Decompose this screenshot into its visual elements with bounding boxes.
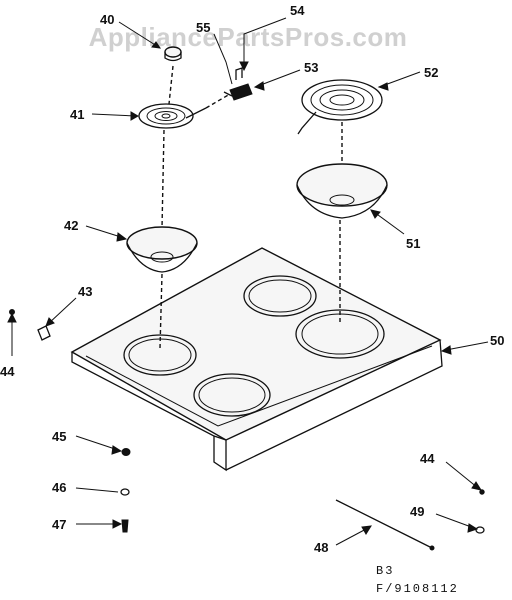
assembly-lines — [159, 65, 343, 349]
small-surface-element — [138, 103, 207, 129]
callout-41: 41 — [70, 107, 84, 122]
callout-43: 43 — [78, 284, 92, 299]
diagram-code-line1: B3 — [376, 564, 394, 578]
screw-43 — [37, 325, 51, 341]
screw-44-right — [479, 489, 485, 495]
callout-47: 47 — [52, 517, 66, 532]
element-cap — [164, 46, 182, 62]
callout-49: 49 — [410, 504, 424, 519]
callout-54: 54 — [290, 3, 305, 18]
small-drip-bowl — [126, 226, 198, 273]
terminal-clip — [235, 67, 243, 80]
callout-55: 55 — [196, 20, 210, 35]
callout-48: 48 — [314, 540, 328, 555]
callout-52: 52 — [424, 65, 438, 80]
terminal-block — [223, 83, 253, 101]
callout-51: 51 — [406, 236, 420, 251]
callout-42: 42 — [64, 218, 78, 233]
callout-44-right: 44 — [420, 451, 435, 466]
clip-47 — [121, 519, 129, 533]
callout-46: 46 — [52, 480, 66, 495]
nut-45 — [121, 448, 131, 456]
callout-53: 53 — [304, 60, 318, 75]
large-surface-element — [297, 79, 383, 135]
watermark-text: AppliancePartsPros.com — [89, 22, 408, 52]
leader-lines — [7, 17, 489, 546]
rod-48 — [335, 499, 435, 551]
cooktop-panel — [70, 247, 443, 472]
washer-46 — [120, 488, 130, 496]
callout-50: 50 — [490, 333, 504, 348]
callout-45: 45 — [52, 429, 66, 444]
callout-labels: 40 41 42 43 44 45 46 47 48 49 44 50 51 5… — [0, 3, 504, 555]
callout-44-left: 44 — [0, 364, 15, 379]
diagram-code-line2: F/9108112 — [376, 582, 459, 596]
fastener-49 — [475, 526, 485, 534]
large-drip-bowl — [296, 163, 388, 219]
callout-40: 40 — [100, 12, 114, 27]
